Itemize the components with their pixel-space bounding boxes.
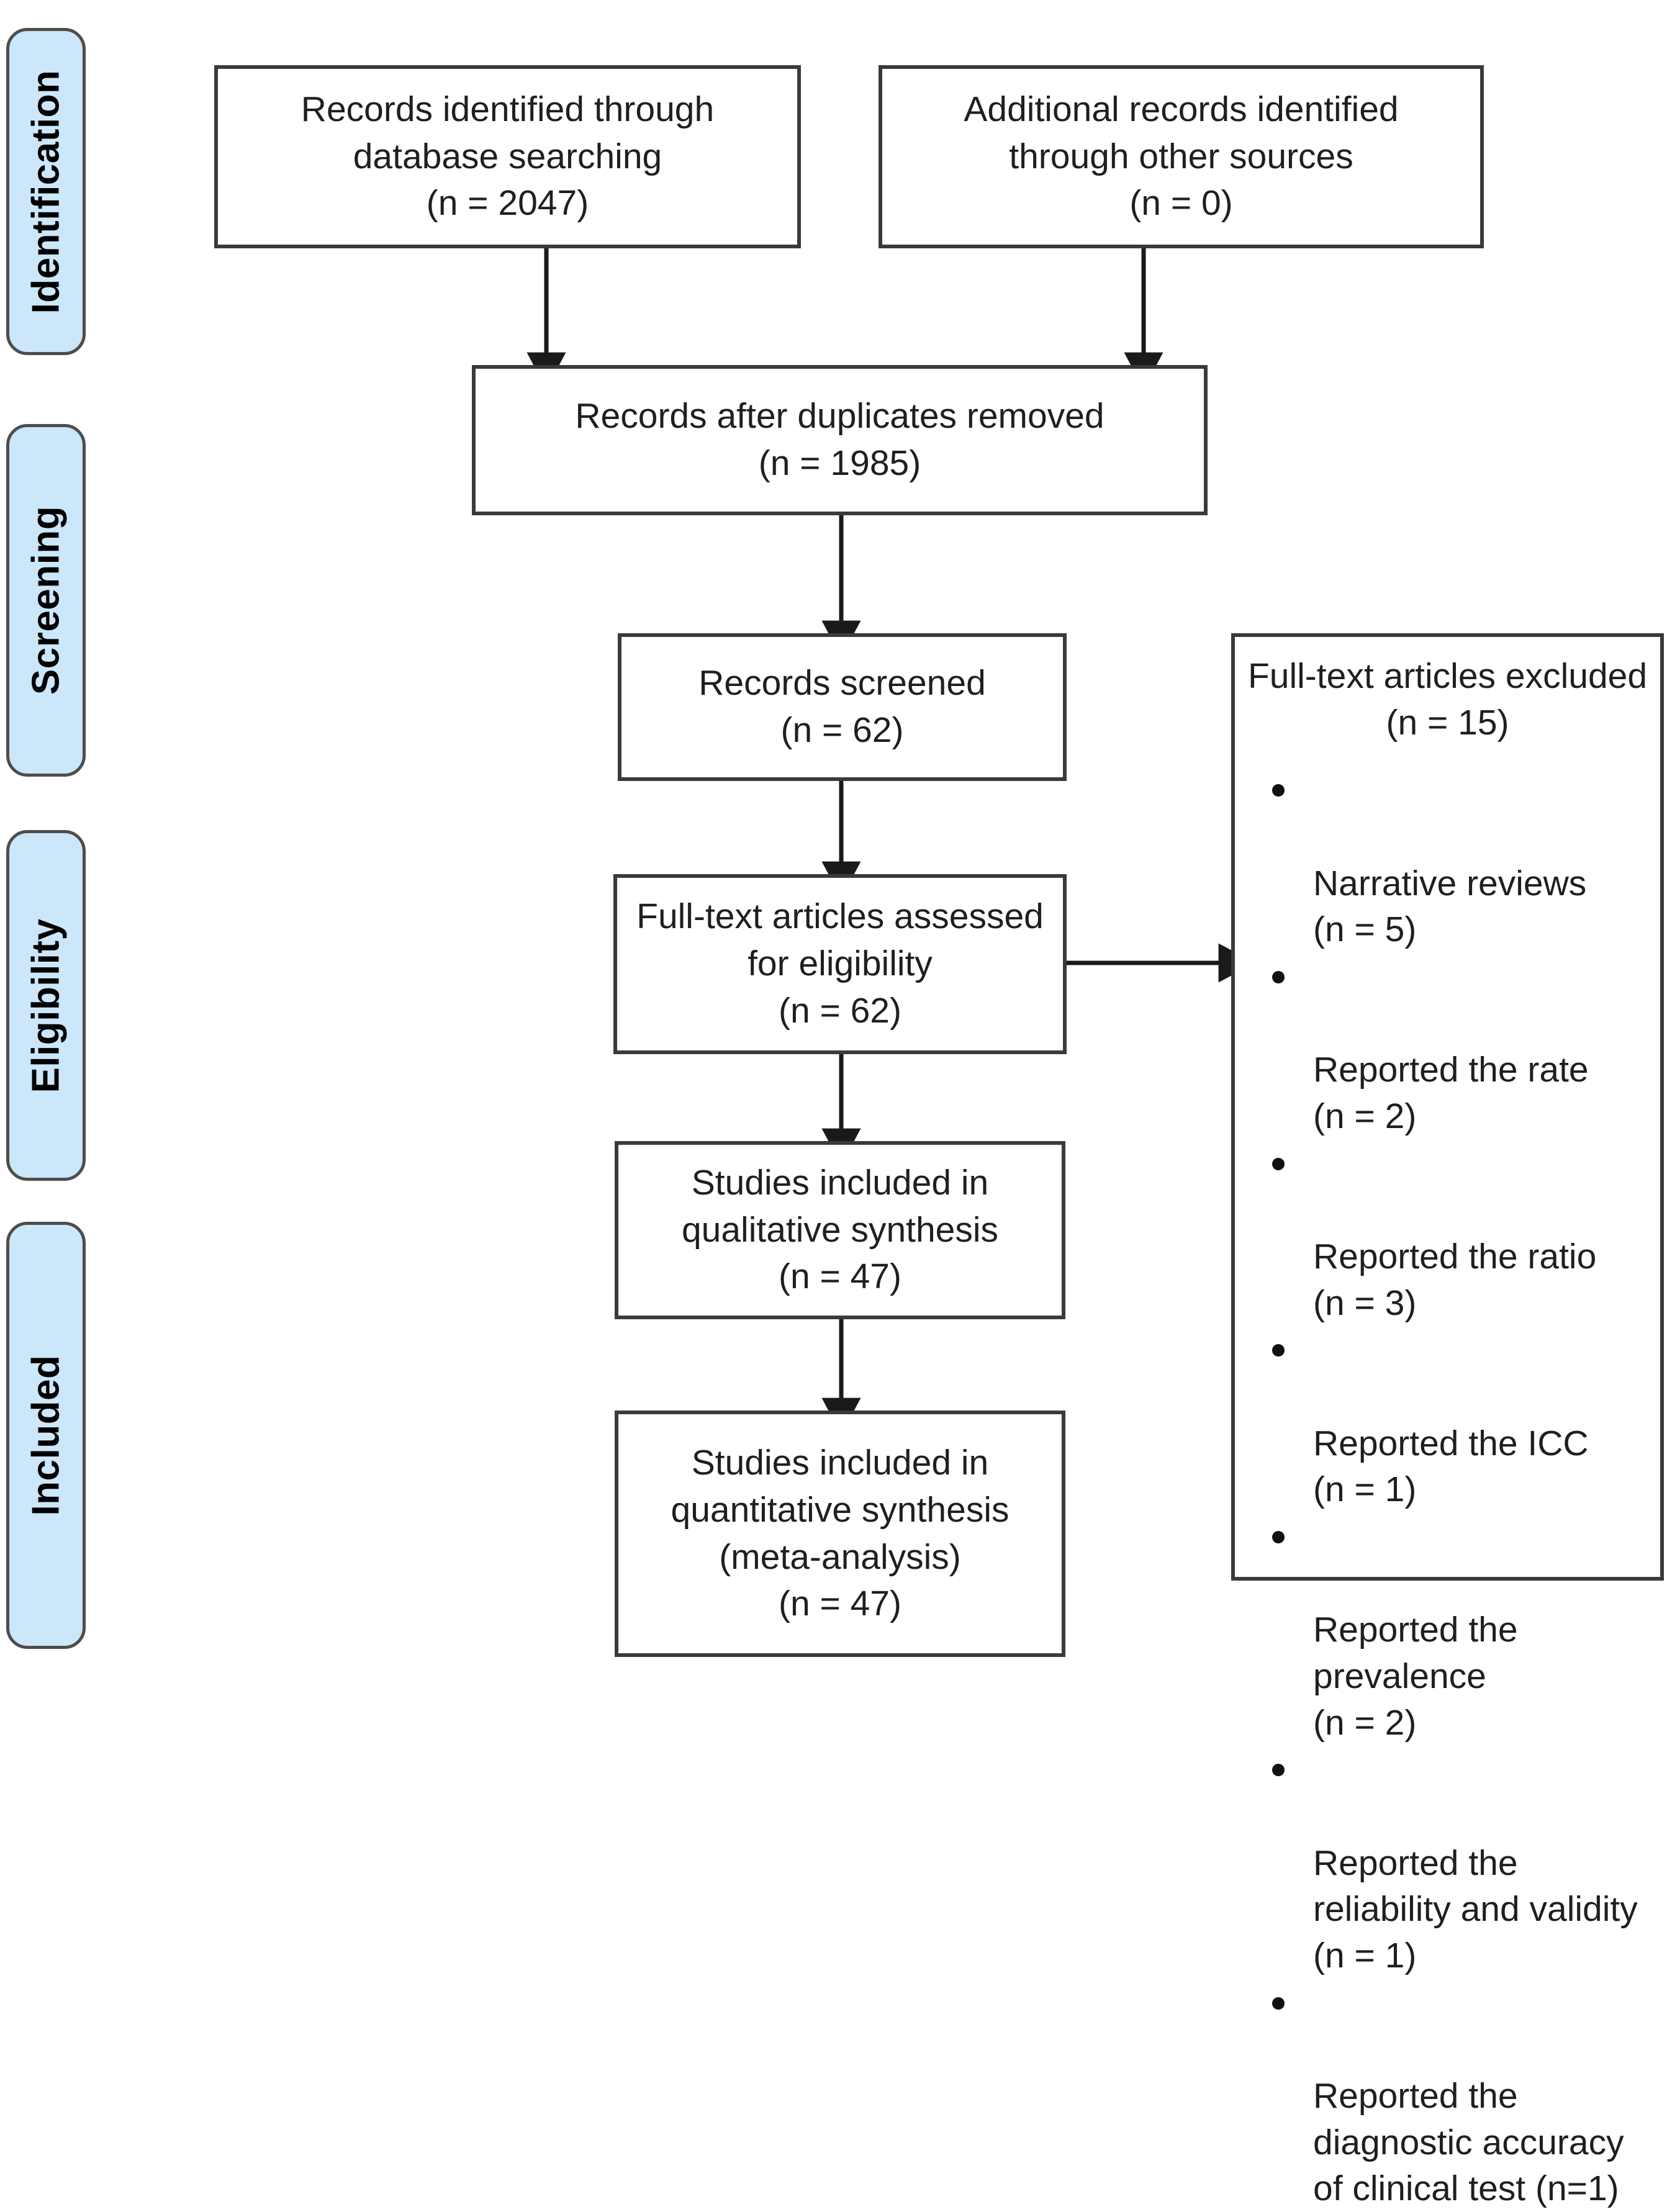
box-records-screened: Records screened (n = 62) bbox=[618, 633, 1067, 781]
stage-label-included: Included bbox=[24, 1355, 68, 1516]
bullet-icon bbox=[1272, 971, 1285, 984]
list-item: Reported the rate (n = 2) bbox=[1244, 954, 1651, 1140]
list-item: Reported the ratio (n = 3) bbox=[1244, 1141, 1651, 1327]
list-item: Narrative reviews (n = 5) bbox=[1244, 767, 1651, 953]
stage-pill-eligibility: Eligibility bbox=[6, 830, 86, 1181]
box-records-identified-other-sources-text: Additional records identified through ot… bbox=[964, 89, 1399, 223]
box-records-after-duplicates-removed-text: Records after duplicates removed (n = 19… bbox=[575, 396, 1105, 483]
exclusion-reason-text: Reported the ratio (n = 3) bbox=[1313, 1237, 1597, 1323]
box-studies-quantitative-synthesis: Studies included in quantitative synthes… bbox=[615, 1411, 1065, 1657]
list-item: Reported the ICC (n = 1) bbox=[1244, 1327, 1651, 1513]
box-records-identified-database: Records identified through database sear… bbox=[214, 65, 801, 248]
box-studies-quantitative-synthesis-text: Studies included in quantitative synthes… bbox=[671, 1442, 1010, 1624]
exclusion-reason-text: Reported the diagnostic accuracy of clin… bbox=[1313, 2075, 1624, 2209]
box-records-identified-database-text: Records identified through database sear… bbox=[300, 89, 715, 223]
exclusion-reason-text: Reported the ICC (n = 1) bbox=[1313, 1423, 1589, 1510]
box-records-screened-text: Records screened (n = 62) bbox=[698, 663, 986, 750]
exclusions-heading: Full-text articles excluded (n = 15) bbox=[1247, 656, 1648, 743]
exclusion-reason-text: Reported the rate (n = 2) bbox=[1313, 1050, 1589, 1137]
exclusion-reason-text: Narrative reviews (n = 5) bbox=[1313, 863, 1587, 950]
list-item: Reported the diagnostic accuracy of clin… bbox=[1244, 1980, 1651, 2212]
stage-pill-included: Included bbox=[6, 1222, 86, 1649]
list-item: Reported the reliability and validity (n… bbox=[1244, 1747, 1651, 1979]
stage-label-identification: Identification bbox=[24, 70, 68, 314]
exclusion-reason-text: Reported the reliability and validity (n… bbox=[1313, 1843, 1638, 1975]
box-fulltext-articles-assessed-text: Full-text articles assessed for eligibil… bbox=[636, 896, 1044, 1031]
exclusion-reasons-list: Narrative reviews (n = 5) Reported the r… bbox=[1244, 767, 1651, 2211]
bullet-icon bbox=[1272, 1764, 1285, 1777]
bullet-icon bbox=[1272, 1344, 1285, 1357]
stage-label-eligibility: Eligibility bbox=[24, 918, 68, 1093]
box-fulltext-articles-assessed: Full-text articles assessed for eligibil… bbox=[613, 874, 1067, 1054]
bullet-icon bbox=[1272, 784, 1285, 797]
stage-pill-screening: Screening bbox=[6, 424, 86, 777]
box-studies-qualitative-synthesis-text: Studies included in qualitative synthesi… bbox=[681, 1162, 999, 1297]
bullet-icon bbox=[1272, 1530, 1285, 1543]
box-studies-qualitative-synthesis: Studies included in qualitative synthesi… bbox=[615, 1141, 1065, 1319]
exclusion-reason-text: Reported the prevalence (n = 2) bbox=[1313, 1610, 1518, 1743]
stage-label-screening: Screening bbox=[24, 505, 68, 695]
stage-pill-identification: Identification bbox=[6, 28, 86, 355]
box-fulltext-articles-excluded: Full-text articles excluded (n = 15) Nar… bbox=[1231, 633, 1664, 2208]
bullet-icon bbox=[1272, 1997, 1285, 2010]
box-records-identified-other-sources: Additional records identified through ot… bbox=[879, 65, 1484, 248]
box-records-after-duplicates-removed: Records after duplicates removed (n = 19… bbox=[472, 365, 1208, 515]
prisma-flow-diagram: Identification Screening Eligibility Inc… bbox=[6, 28, 1664, 2208]
list-item: Reported the prevalence (n = 2) bbox=[1244, 1514, 1651, 1746]
bullet-icon bbox=[1272, 1157, 1285, 1170]
